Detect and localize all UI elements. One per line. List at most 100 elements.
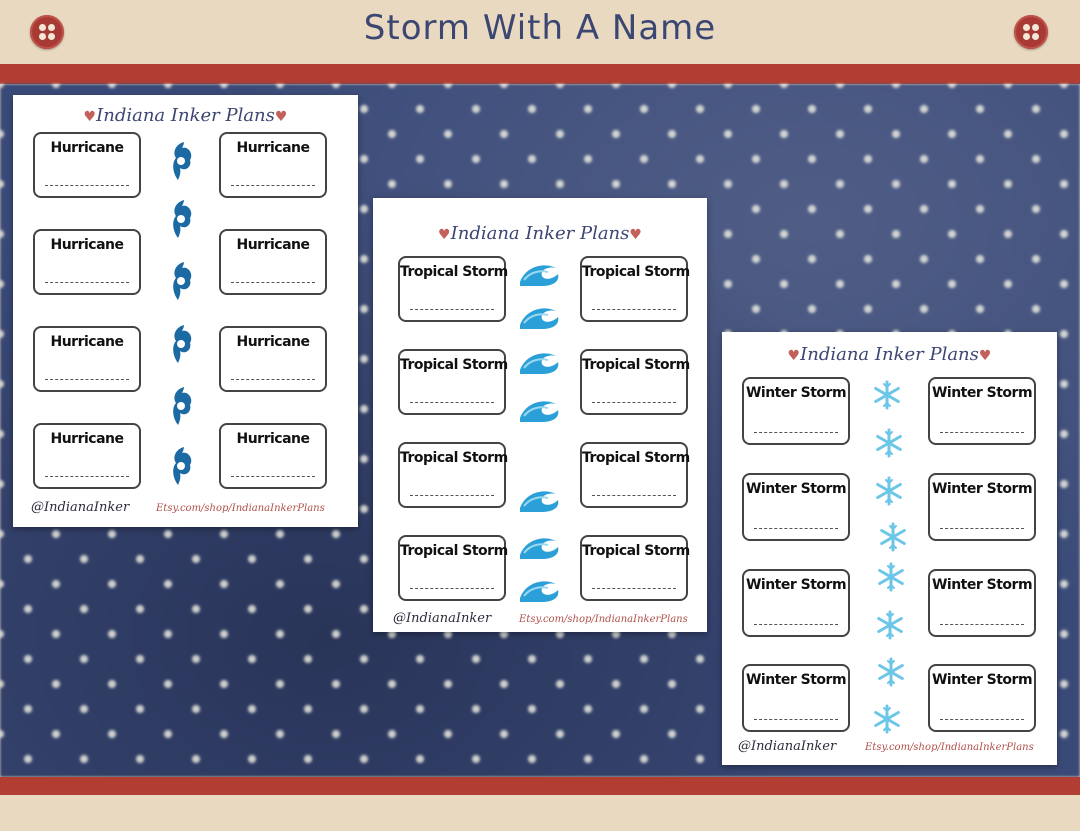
write-in-line	[592, 588, 676, 589]
write-in-line	[940, 432, 1024, 433]
sticker-label-text: Hurricane	[236, 237, 311, 253]
sticker-label: Tropical Storm	[580, 256, 690, 322]
sticker-label: Hurricane	[219, 229, 327, 295]
sticker-label-text: Winter Storm	[931, 577, 1033, 593]
heart-icon: ♥	[787, 348, 801, 364]
sticker-label-text: Hurricane	[50, 334, 125, 350]
sticker-label: Hurricane	[219, 132, 327, 198]
snowflake-icon	[875, 610, 905, 644]
sticker-label-text: Tropical Storm	[400, 357, 508, 373]
sticker-label: Tropical Storm	[580, 349, 690, 415]
sticker-label-text: Hurricane	[236, 334, 311, 350]
sticker-label-text: Tropical Storm	[400, 543, 508, 559]
wave-icon	[518, 260, 562, 292]
heart-icon: ♥	[438, 227, 451, 243]
sheet-shop-url: Etsy.com/shop/IndianaInkerPlans	[865, 742, 1034, 753]
sheet-handle: @IndianaInker	[31, 500, 130, 515]
hurricane-icon	[168, 445, 194, 491]
bottom-red-stripe	[0, 777, 1080, 795]
sticker-label: Tropical Storm	[580, 535, 690, 601]
write-in-line	[45, 185, 129, 186]
wave-icon	[518, 348, 562, 380]
write-in-line	[45, 282, 129, 283]
heart-icon: ♥	[274, 109, 288, 125]
sticker-label-text: Tropical Storm	[582, 357, 690, 373]
sticker-label-text: Hurricane	[236, 431, 311, 447]
sticker-label: Hurricane	[33, 132, 141, 198]
sticker-label: Hurricane	[219, 326, 327, 392]
sticker-label: Tropical Storm	[398, 349, 508, 415]
write-in-line	[410, 402, 494, 403]
sticker-label: Winter Storm	[928, 473, 1036, 541]
write-in-line	[754, 528, 838, 529]
sticker-label-text: Tropical Storm	[582, 264, 690, 280]
header-bar: Storm With A Name	[0, 0, 1080, 64]
sheet-shop-url: Etsy.com/shop/IndianaInkerPlans	[519, 614, 688, 625]
write-in-line	[231, 282, 315, 283]
sticker-label: Winter Storm	[928, 664, 1036, 732]
heart-icon: ♥	[83, 109, 97, 125]
wave-icon	[518, 576, 562, 608]
write-in-line	[754, 719, 838, 720]
sticker-label: Tropical Storm	[580, 442, 690, 508]
sticker-label-text: Tropical Storm	[582, 543, 690, 559]
snowflake-icon	[876, 562, 906, 596]
snowflake-icon	[872, 380, 902, 414]
sticker-label: Winter Storm	[742, 473, 850, 541]
sticker-label-text: Hurricane	[236, 140, 311, 156]
snowflake-icon	[872, 704, 902, 738]
write-in-line	[592, 402, 676, 403]
top-red-stripe	[0, 64, 1080, 84]
write-in-line	[592, 495, 676, 496]
sticker-label: Winter Storm	[928, 569, 1036, 637]
sticker-label-text: Winter Storm	[745, 481, 847, 497]
snowflake-icon	[878, 522, 908, 556]
sheet-heading: Indiana Inker Plans	[450, 223, 630, 244]
sticker-label-text: Winter Storm	[931, 385, 1033, 401]
sewing-button-icon	[1014, 15, 1048, 49]
write-in-line	[231, 185, 315, 186]
sticker-label: Winter Storm	[742, 377, 850, 445]
write-in-line	[45, 379, 129, 380]
sticker-label-text: Winter Storm	[931, 481, 1033, 497]
heart-icon: ♥	[629, 227, 642, 243]
hurricane-icon	[168, 198, 194, 244]
footer-bar	[0, 795, 1080, 831]
wave-icon	[518, 303, 562, 335]
write-in-line	[410, 588, 494, 589]
write-in-line	[410, 495, 494, 496]
hurricane-icon	[168, 323, 194, 369]
sticker-label: Tropical Storm	[398, 442, 508, 508]
write-in-line	[231, 476, 315, 477]
sticker-label: Winter Storm	[928, 377, 1036, 445]
sheet-shop-url: Etsy.com/shop/IndianaInkerPlans	[156, 503, 325, 514]
write-in-line	[231, 379, 315, 380]
snowflake-icon	[876, 657, 906, 691]
write-in-line	[754, 432, 838, 433]
sticker-label-text: Hurricane	[50, 140, 125, 156]
sticker-label-text: Winter Storm	[745, 577, 847, 593]
write-in-line	[45, 476, 129, 477]
sticker-label-text: Tropical Storm	[582, 450, 690, 466]
sticker-label: Tropical Storm	[398, 535, 508, 601]
sticker-label: Winter Storm	[742, 569, 850, 637]
write-in-line	[754, 624, 838, 625]
write-in-line	[940, 528, 1024, 529]
sheet-heading: Indiana Inker Plans	[96, 105, 275, 126]
write-in-line	[940, 624, 1024, 625]
wave-icon	[518, 396, 562, 428]
write-in-line	[940, 719, 1024, 720]
sticker-label: Hurricane	[33, 229, 141, 295]
hurricane-icon	[168, 260, 194, 306]
snowflake-icon	[874, 428, 904, 462]
sticker-label: Winter Storm	[742, 664, 850, 732]
heart-icon: ♥	[978, 348, 992, 364]
sticker-label: Hurricane	[33, 326, 141, 392]
sticker-label-text: Winter Storm	[745, 672, 847, 688]
wave-icon	[518, 533, 562, 565]
sewing-button-icon	[30, 15, 64, 49]
sheet-heading: Indiana Inker Plans	[800, 344, 979, 365]
